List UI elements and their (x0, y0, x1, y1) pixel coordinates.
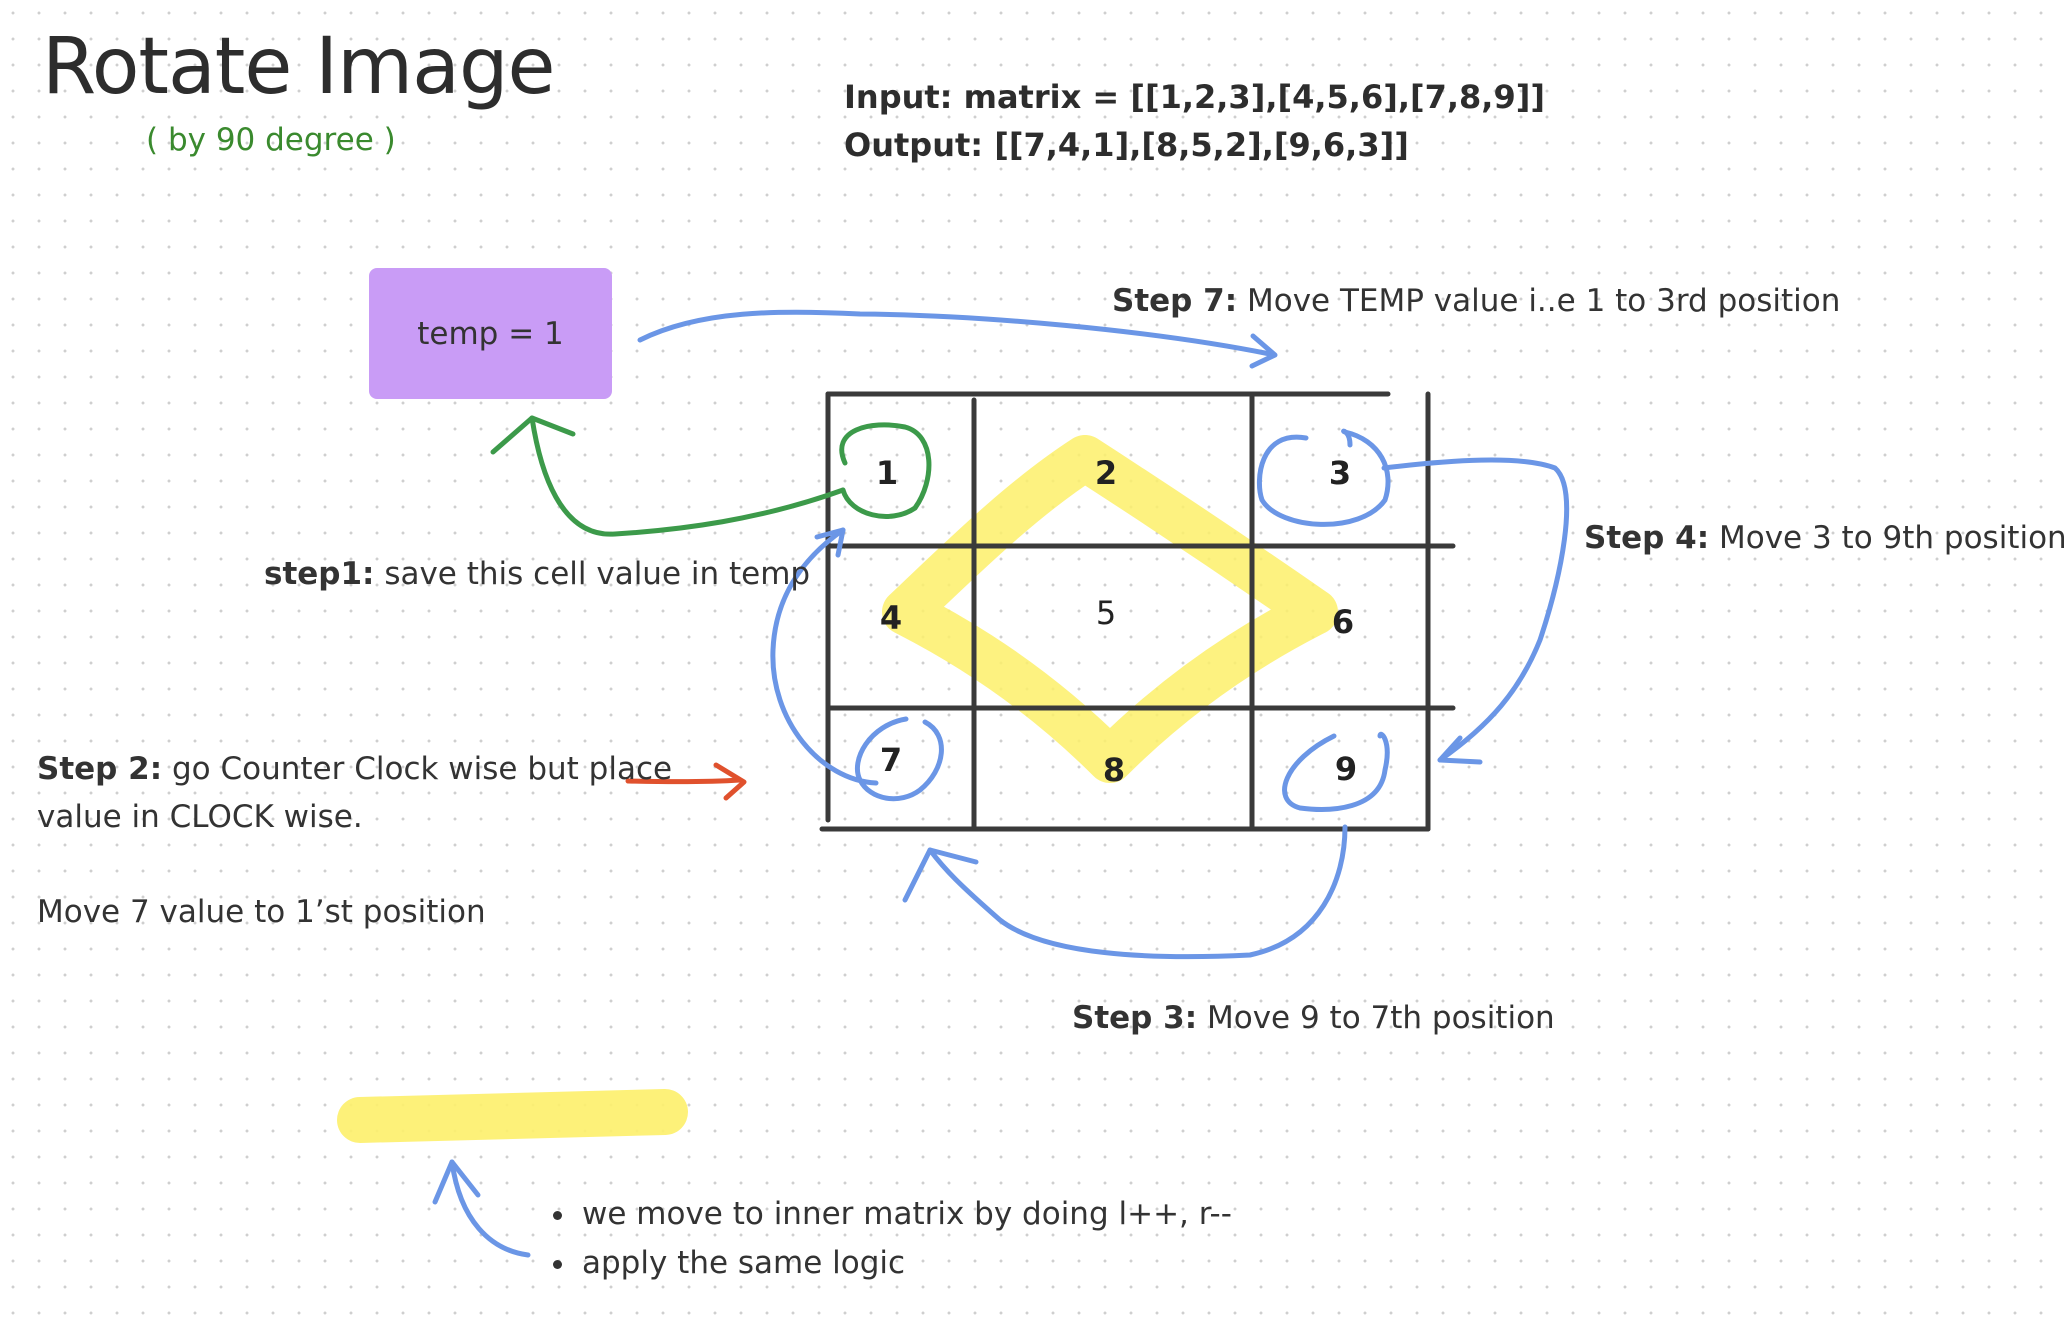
inner-matrix-notes: we move to inner matrix by doing l++, r-… (548, 1190, 1232, 1288)
cell-6: 6 (1332, 603, 1354, 641)
input-example: Input: matrix = [[1,2,3],[4,5,6],[7,8,9]… (844, 78, 1545, 116)
step7-label: Step 7: (1112, 283, 1238, 319)
cell-8: 8 (1103, 751, 1125, 789)
cell-2: 2 (1095, 454, 1117, 492)
cell-1: 1 (876, 454, 898, 492)
step1-note: step1: save this cell value in temp (264, 556, 810, 592)
step3-label: Step 3: (1072, 1000, 1198, 1036)
step7-text: Move TEMP value i..e 1 to 3rd position (1246, 283, 1841, 319)
subtitle: ( by 90 degree ) (146, 122, 396, 158)
step1-label: step1: (264, 556, 375, 592)
step1-text: save this cell value in temp (384, 556, 811, 592)
step3-text: Move 9 to 7th position (1206, 1000, 1555, 1036)
step2-note: Step 2: go Counter Clock wise but place (37, 751, 672, 787)
step7-arrow (637, 309, 1278, 369)
inner-matrix-arrow (432, 1159, 531, 1258)
list-item: we move to inner matrix by doing l++, r-… (578, 1190, 1232, 1239)
matrix-grid (819, 391, 1456, 832)
step3-arrow (902, 824, 1348, 960)
cell-3: 3 (1329, 454, 1351, 492)
step2-line2: value in CLOCK wise. (37, 799, 363, 835)
cell-9: 9 (1335, 750, 1357, 788)
cell-4: 4 (880, 599, 902, 637)
cell-7: 7 (880, 741, 902, 779)
cell-5: 5 (1096, 594, 1116, 632)
cell-circles (854, 428, 1391, 812)
step7-note: Step 7: Move TEMP value i..e 1 to 3rd po… (1112, 283, 1840, 319)
temp-box: temp = 1 (369, 268, 612, 399)
step4-label: Step 4: (1584, 520, 1710, 556)
step4-arrow (1381, 457, 1570, 765)
list-item: apply the same logic (578, 1239, 1232, 1288)
page-title: Rotate Image (42, 22, 555, 112)
diamond-highlight (882, 435, 1338, 783)
step2-text: go Counter Clock wise but place (171, 751, 673, 787)
step4-note: Step 4: Move 3 to 9th position (1584, 520, 2064, 556)
step2-arrow (770, 527, 879, 786)
move7-note: Move 7 value to 1’st position (37, 894, 486, 930)
step2-red-arrow (625, 762, 747, 801)
output-example: Output: [[7,4,1],[8,5,2],[9,6,3]] (844, 126, 1409, 164)
step4-text: Move 3 to 9th position (1718, 520, 2064, 556)
step2-label: Step 2: (37, 751, 163, 787)
bottom-highlight (337, 1089, 688, 1143)
step3-note: Step 3: Move 9 to 7th position (1072, 1000, 1555, 1036)
step1-green-arrow (490, 415, 932, 537)
